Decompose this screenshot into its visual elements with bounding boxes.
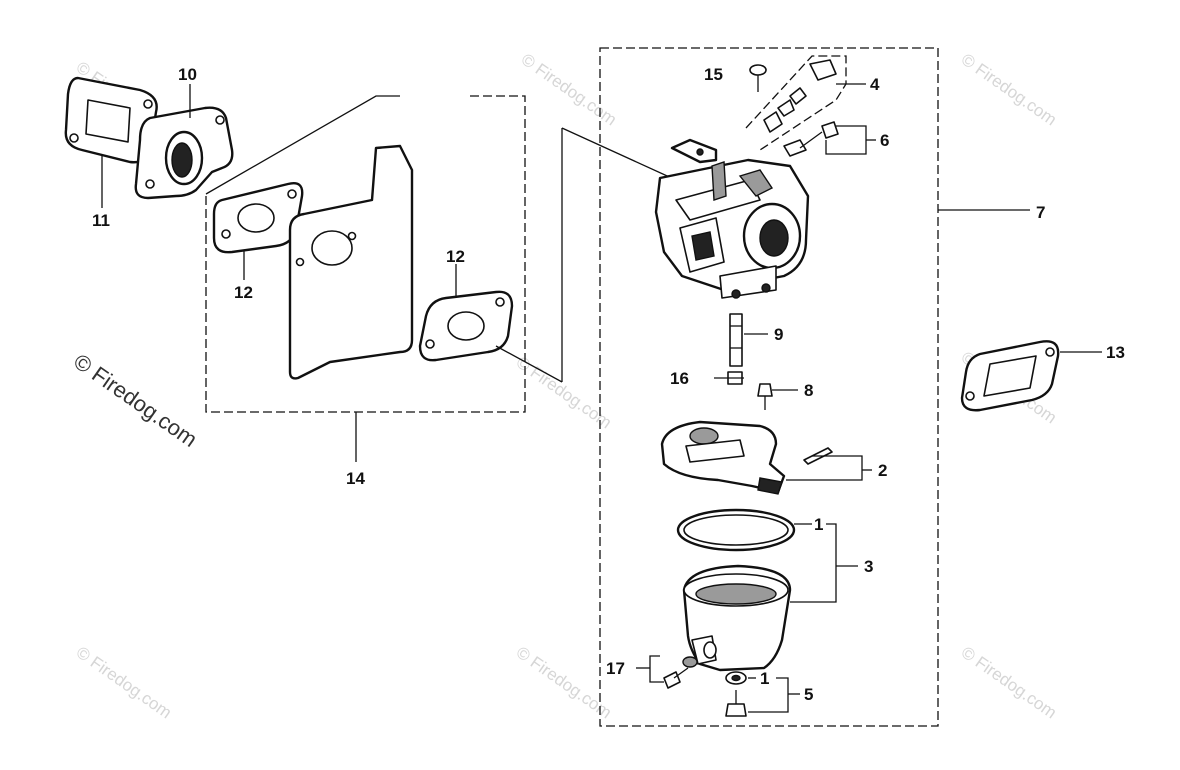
leader-connectors — [495, 127, 677, 383]
part-12-gasket-right — [418, 290, 514, 362]
part-11-gasket — [64, 76, 158, 164]
callout-1-washer: 1 — [760, 669, 769, 688]
leader-lines — [101, 83, 1102, 713]
callout-12-left: 12 — [234, 283, 253, 302]
callout-labels: 10 11 12 12 14 13 15 4 6 7 9 16 8 2 1 3 … — [92, 65, 1125, 704]
watermark-tile: © Firedog.com — [958, 643, 1060, 723]
callout-6: 6 — [880, 131, 889, 150]
callout-4: 4 — [870, 75, 880, 94]
callout-3: 3 — [864, 557, 873, 576]
part-8-needle — [757, 383, 773, 410]
watermark-tile: © Firedog.com — [73, 643, 175, 723]
callout-15: 15 — [704, 65, 723, 84]
callout-14: 14 — [346, 469, 365, 488]
part-6-screw-spring — [783, 121, 839, 157]
callout-5: 5 — [804, 685, 813, 704]
heat-shield-plate — [288, 144, 414, 380]
part-15-screw — [749, 64, 767, 92]
part-4-valve-set — [745, 55, 847, 151]
part-13-gasket — [960, 340, 1060, 412]
callout-1-ring: 1 — [814, 515, 823, 534]
callout-11: 11 — [92, 211, 110, 230]
watermark-tile: © Firedog.com — [958, 50, 1060, 130]
part-17-drain-screw — [663, 656, 698, 689]
watermark-tile: © Firedog.com — [518, 50, 620, 130]
watermark-main: © Firedog.com — [69, 349, 202, 452]
callout-13: 13 — [1106, 343, 1125, 362]
part-5-bolt-washer — [725, 671, 747, 717]
callout-8: 8 — [804, 381, 813, 400]
part-7-assembly-box — [599, 47, 1030, 727]
part-float — [660, 420, 786, 495]
part-9-tube — [729, 313, 743, 367]
part-1-o-ring — [676, 508, 796, 552]
part-14-group-box — [205, 95, 526, 462]
callout-7: 7 — [1036, 203, 1045, 222]
part-10-insulator — [134, 106, 234, 200]
carburetor-body — [654, 138, 810, 299]
part-12-gasket-left — [212, 182, 304, 254]
callout-16: 16 — [670, 369, 689, 388]
callout-10: 10 — [178, 65, 197, 84]
callout-17: 17 — [606, 659, 625, 678]
callout-2: 2 — [878, 461, 887, 480]
float-chamber-bowl — [682, 564, 792, 672]
callout-12-right: 12 — [446, 247, 465, 266]
callout-9: 9 — [774, 325, 783, 344]
